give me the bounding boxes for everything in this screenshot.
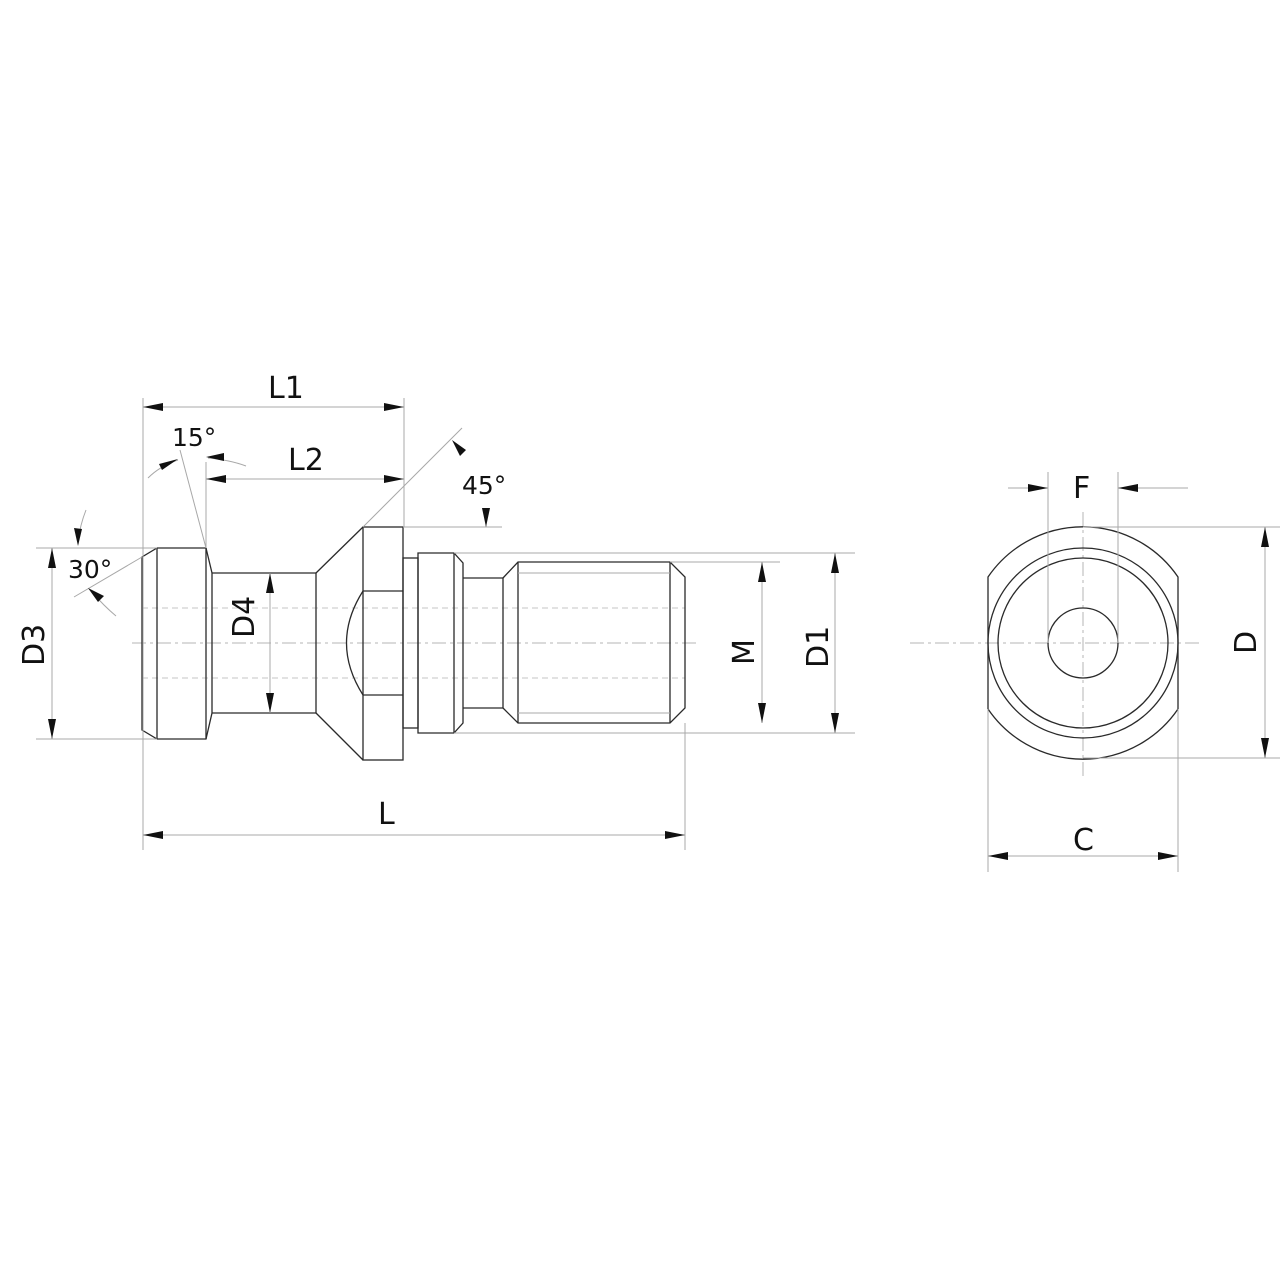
label-angle-45: 45°	[462, 471, 506, 500]
label-L2: L2	[288, 443, 324, 478]
angle-45: 45°	[362, 427, 506, 528]
end-view: F D C	[910, 471, 1280, 872]
label-L1: L1	[268, 371, 304, 406]
label-C: C	[1073, 823, 1094, 858]
side-view: L1 L2 15° 30°	[17, 371, 855, 850]
dimension-D4: D4	[227, 573, 274, 713]
label-D: D	[1229, 631, 1264, 654]
thread	[502, 561, 686, 724]
dimension-D3: D3	[17, 548, 56, 739]
dimension-D1: D1	[801, 553, 839, 733]
label-angle-15: 15°	[172, 423, 216, 452]
head	[141, 547, 213, 740]
label-D1: D1	[801, 626, 836, 668]
label-M: M	[727, 639, 762, 665]
label-L: L	[378, 797, 395, 832]
dimension-C: C	[987, 709, 1179, 872]
label-D3: D3	[17, 624, 52, 666]
dimension-L2: L2	[206, 443, 404, 483]
neck-and-cone	[212, 526, 364, 761]
label-F: F	[1073, 471, 1090, 506]
dimension-L1: L1	[143, 371, 404, 411]
label-D4: D4	[227, 596, 262, 638]
dimension-L: L	[143, 797, 685, 839]
groove	[463, 577, 504, 709]
angle-30: 30°	[68, 509, 143, 617]
dimension-F: F	[1008, 471, 1188, 643]
angle-15: 15°	[147, 423, 247, 549]
dimension-D: D	[1083, 526, 1280, 759]
end-ring-outer	[987, 547, 1179, 739]
dimension-M: M	[727, 562, 766, 723]
end-ring-inner	[997, 557, 1169, 729]
label-angle-30: 30°	[68, 555, 112, 584]
